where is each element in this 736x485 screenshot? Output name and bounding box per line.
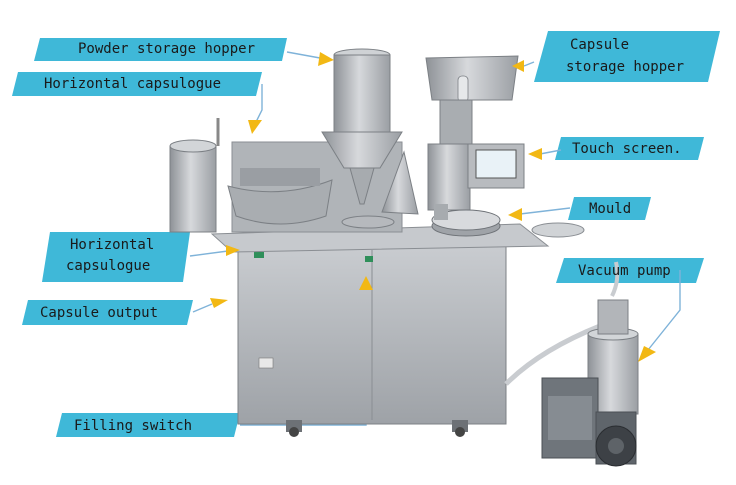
banner-powder-hopper [34, 38, 287, 61]
label-powder-storage-hopper: Powder storage hopper [78, 41, 256, 57]
banner-capsule-hopper [534, 31, 720, 82]
arrow-filling-switch [359, 276, 373, 290]
label-filling-switch: Filling switch [74, 418, 193, 434]
connector-vacuum [647, 270, 681, 351]
machine-cabinet [237, 245, 507, 437]
arrow-vacuum-pump [638, 346, 656, 362]
arrow-horizontal-left [226, 245, 240, 256]
connector-touch [539, 149, 562, 155]
connector-horizontal-top [255, 84, 263, 123]
arrow-powder-hopper [318, 52, 334, 66]
connector-capsule-hopper [523, 61, 535, 67]
connector-horizontal-left [189, 250, 229, 257]
banner-mould [568, 197, 651, 220]
banner-vacuum-pump [556, 258, 704, 283]
mould-disc [431, 204, 501, 237]
arrow-mould [508, 208, 522, 221]
vacuum-pump-unit [504, 261, 639, 467]
label-horizontal-capsulogue-top: Horizontal capsulogue [44, 76, 222, 92]
banner-touch-screen [555, 137, 704, 160]
connector-mould [519, 207, 571, 215]
label-capsule-hopper-line2: storage hopper [566, 59, 685, 75]
banner-horizontal-left [42, 232, 190, 282]
connector-capsule-output [192, 303, 213, 313]
arrow-touch-screen [528, 148, 542, 160]
label-capsule-hopper-line1: Capsule [570, 37, 630, 53]
banner-filling-switch [56, 413, 240, 437]
horizontal-capsulogue-unit [169, 118, 333, 233]
arrow-capsule-output [210, 298, 228, 308]
label-touch-screen: Touch screen. [572, 141, 682, 157]
banner-horizontal-top [12, 72, 262, 96]
label-vacuum-pump: Vacuum pump [578, 263, 671, 279]
touch-screen-unit [467, 143, 525, 189]
capsule-hopper-body [425, 55, 519, 211]
banner-capsule-output [22, 300, 193, 325]
label-horizontal-capsulogue-left-line1: Horizontal [70, 237, 155, 253]
label-mould: Mould [589, 201, 632, 217]
arrow-capsule-hopper [512, 60, 524, 72]
powder-hopper-body [321, 48, 419, 229]
connector-powder [286, 51, 321, 59]
label-horizontal-capsulogue-left-line2: capsulogue [66, 258, 151, 274]
label-capsule-output: Capsule output [40, 305, 159, 321]
arrow-horizontal-top [248, 120, 262, 134]
